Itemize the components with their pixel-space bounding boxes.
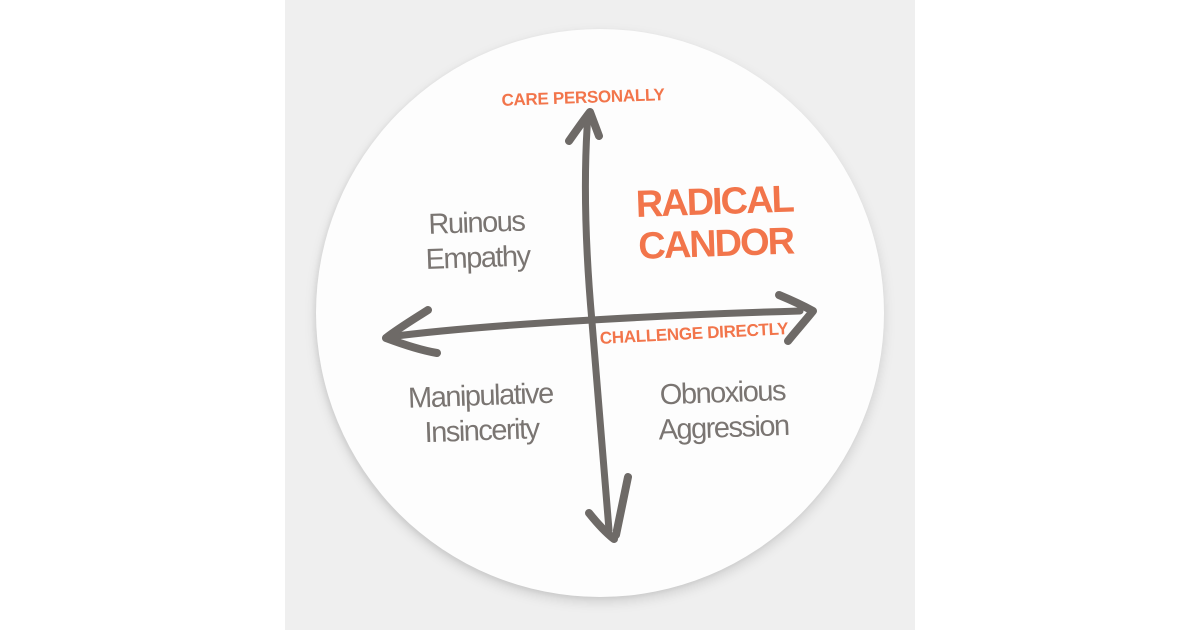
- quadrant-label-line: Manipulative: [407, 377, 554, 415]
- quadrant-label-ruinous-empathy: Ruinous Empathy: [424, 204, 530, 277]
- quadrant-label-manipulative-insincerity: Manipulative Insincerity: [407, 377, 554, 452]
- quadrant-label-line: Obnoxious: [659, 375, 786, 412]
- sticker-circle: [316, 29, 884, 597]
- quadrant-label-line: Insincerity: [424, 413, 540, 449]
- quadrant-label-line: Empathy: [425, 240, 531, 276]
- quadrant-label-line: CANDOR: [637, 220, 794, 268]
- quadrant-label-radical-candor: RADICAL CANDOR: [635, 178, 795, 268]
- quadrant-label-line: RADICAL: [635, 178, 794, 226]
- quadrant-label-line: Ruinous: [427, 205, 525, 241]
- quadrant-label-obnoxious-aggression: Obnoxious Aggression: [657, 374, 789, 448]
- quadrant-label-line: Aggression: [658, 409, 790, 447]
